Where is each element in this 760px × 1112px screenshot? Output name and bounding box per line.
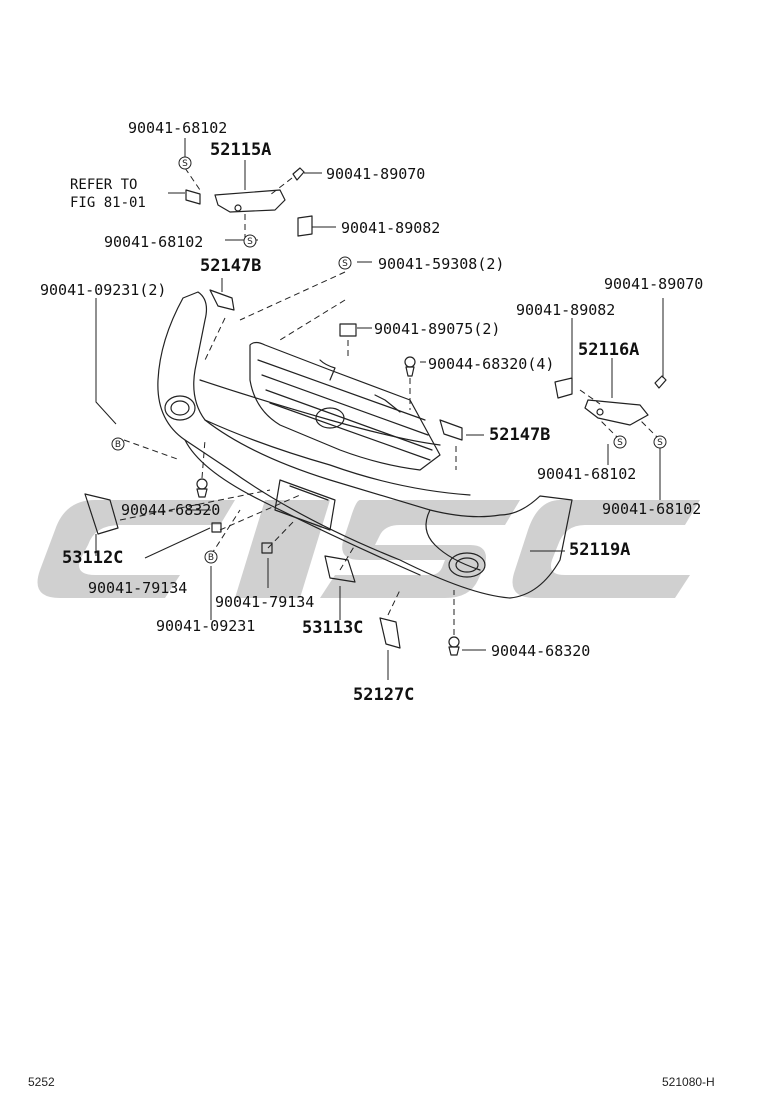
symbol-markers: S S S B S S B (111, 156, 667, 564)
symbol-b-2 (204, 550, 218, 564)
svg-text:S: S (617, 438, 623, 448)
symbol-s-3 (338, 256, 352, 270)
label-53113c: 53113C (302, 618, 364, 638)
footer-figure-code: 521080-H (662, 1075, 715, 1089)
label-52127c: 52127C (353, 685, 415, 705)
label-90041-89070-right: 90041-89070 (604, 275, 704, 293)
label-52116a: 52116A (578, 340, 640, 360)
svg-text:S: S (342, 259, 348, 269)
label-90041-79134-b: 90041-79134 (215, 593, 315, 611)
label-90044-68320-left: 90044-68320 (121, 501, 221, 519)
leader-lines (95, 138, 664, 680)
label-90041-09231: 90041-09231 (156, 617, 256, 635)
symbol-s-5 (653, 435, 667, 449)
symbol-s-1 (178, 156, 192, 170)
label-52147b-left: 52147B (200, 256, 262, 276)
fog-lamp-left (164, 395, 196, 421)
svg-text:S: S (247, 237, 253, 247)
watermark-logo (37, 500, 700, 598)
symbol-s-4 (613, 435, 627, 449)
fog-lamp-right (448, 552, 486, 578)
bracket-52115a (214, 189, 286, 213)
grille-emblem (315, 407, 345, 429)
symbol-b-1 (111, 437, 125, 451)
label-90041-59308: 90041-59308(2) (378, 255, 505, 273)
line-art (84, 167, 667, 656)
label-90041-89075: 90041-89075(2) (374, 320, 501, 338)
label-53112c: 53112C (62, 548, 124, 568)
bumper-cover (157, 291, 573, 599)
footer-page-code: 5252 (28, 1075, 55, 1089)
label-90041-89082-top: 90041-89082 (341, 219, 441, 237)
label-90041-89082-right: 90041-89082 (516, 301, 616, 319)
label-refer-to-fig: REFER TO FIG 81-01 (70, 177, 146, 211)
label-90044-68320-bottom: 90044-68320 (491, 642, 591, 660)
label-90041-68102-r1: 90041-68102 (537, 465, 637, 483)
label-90041-89070-top: 90041-89070 (326, 165, 426, 183)
label-52115a: 52115A (210, 140, 272, 160)
grille (249, 341, 441, 471)
label-90041-68102-top: 90041-68102 (128, 119, 228, 137)
svg-text:B: B (115, 440, 121, 450)
label-90041-79134-a: 90041-79134 (88, 579, 188, 597)
label-90041-68102-r2: 90041-68102 (602, 500, 702, 518)
symbol-s-2 (243, 234, 257, 248)
bracket-52116a (584, 399, 649, 426)
label-52147b-right: 52147B (489, 425, 551, 445)
label-52119a: 52119A (569, 540, 631, 560)
label-90041-09231-2: 90041-09231(2) (40, 281, 167, 299)
svg-text:S: S (182, 159, 188, 169)
label-90041-68102-mid: 90041-68102 (104, 233, 204, 251)
svg-text:B: B (208, 553, 214, 563)
svg-text:S: S (657, 438, 663, 448)
label-90044-68320-4: 90044-68320(4) (428, 355, 555, 373)
